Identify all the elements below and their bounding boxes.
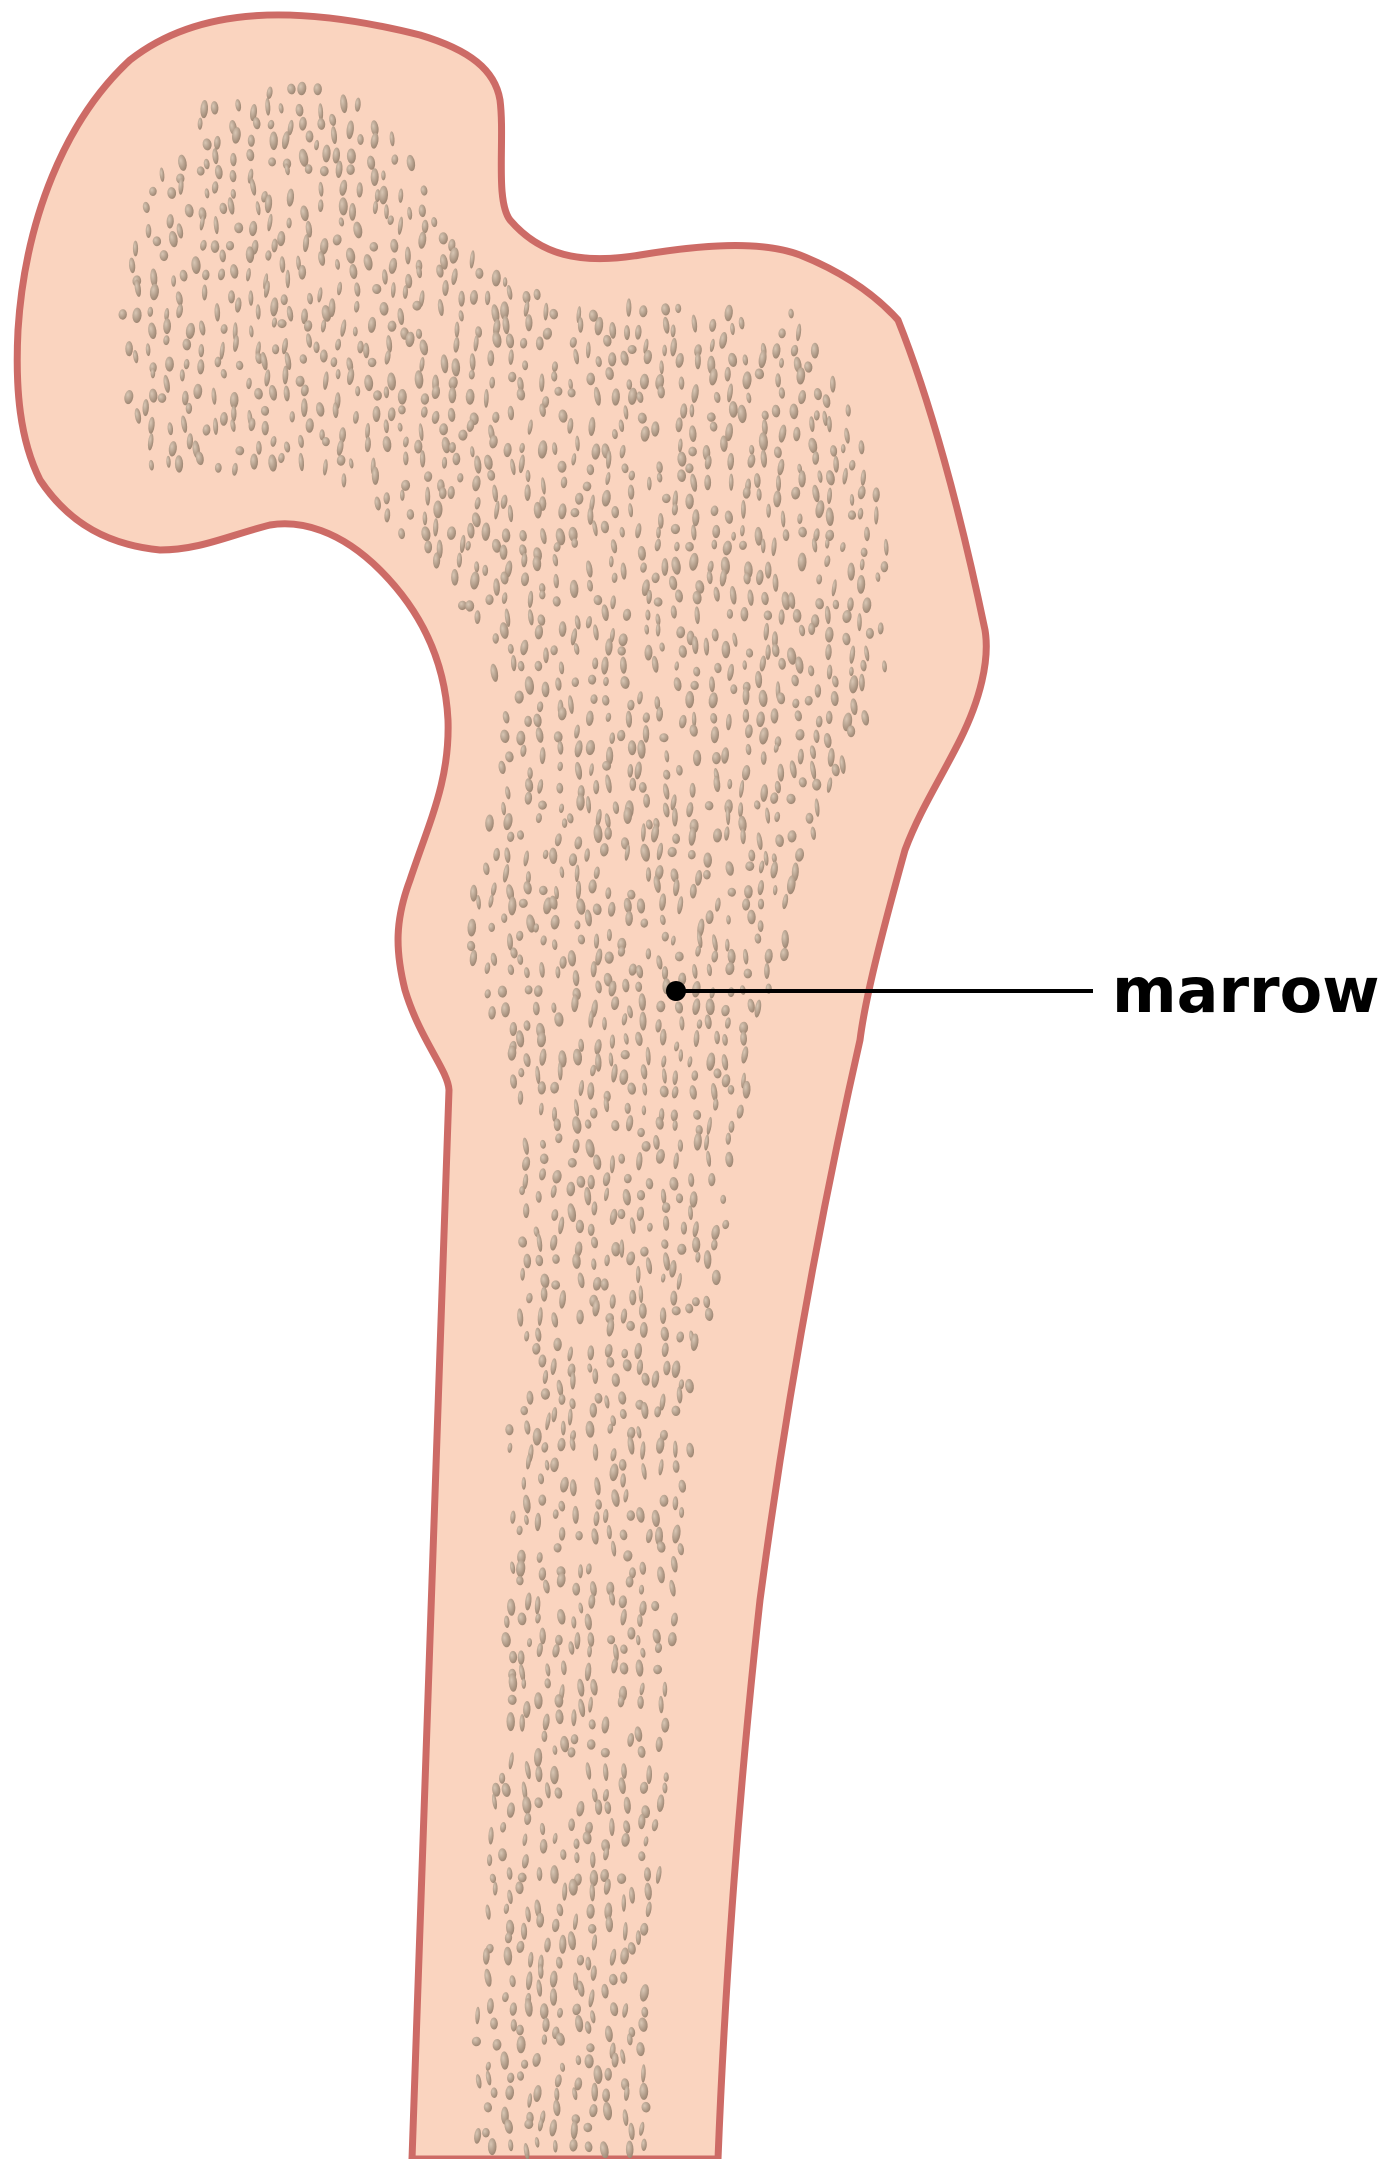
marrow-pore	[619, 1239, 624, 1257]
marrow-pore	[519, 1714, 524, 1732]
marrow-pore	[482, 565, 488, 576]
marrow-pore	[601, 1748, 610, 1758]
marrow-pore	[272, 344, 279, 354]
marrow-pore	[500, 545, 508, 560]
marrow-pore	[525, 314, 532, 331]
marrow-pore	[623, 807, 632, 824]
marrow-pore	[826, 711, 833, 724]
marrow-pointer-dot	[666, 981, 686, 1001]
marrow-pore	[165, 357, 174, 372]
marrow-pore	[690, 404, 695, 417]
marrow-pore	[740, 607, 748, 621]
marrow-pore	[607, 929, 612, 941]
marrow-pore	[622, 1894, 626, 1912]
marrow-pore	[228, 290, 235, 303]
marrow-pore	[866, 628, 874, 639]
marrow-pore	[482, 2128, 490, 2138]
marrow-pore	[725, 939, 729, 952]
marrow-pore	[575, 1531, 582, 1540]
marrow-pore	[692, 1297, 700, 1306]
marrow-pore	[629, 778, 636, 791]
marrow-pore	[685, 494, 693, 510]
marrow-pore	[672, 808, 678, 827]
marrow-pore	[262, 421, 269, 435]
marrow-pore	[841, 444, 846, 453]
marrow-pore	[541, 1388, 550, 1399]
marrow-pore	[488, 2138, 497, 2155]
marrow-pore	[211, 240, 220, 253]
marrow-pore	[692, 1237, 700, 1253]
marrow-pore	[586, 373, 595, 386]
marrow-pore	[296, 376, 305, 387]
marrow-pore	[741, 500, 746, 519]
marrow-pore	[414, 440, 422, 454]
marrow-pore	[424, 541, 432, 554]
marrow-pore	[576, 794, 584, 811]
marrow-pore	[766, 504, 771, 518]
marrow-pore	[636, 1266, 641, 1283]
marrow-pore	[521, 1678, 526, 1688]
marrow-pore	[720, 1195, 726, 1204]
marrow-pore	[604, 827, 611, 840]
marrow-pore	[372, 467, 379, 485]
marrow-label: marrow	[1112, 954, 1379, 1027]
marrow-pore	[593, 780, 599, 794]
marrow-pore	[125, 341, 133, 356]
marrow-pore	[368, 358, 377, 367]
bone-outline	[17, 15, 986, 2159]
marrow-pore	[587, 1739, 596, 1749]
marrow-pore	[643, 725, 649, 743]
marrow-pore	[171, 275, 176, 287]
marrow-pore	[499, 1773, 505, 1784]
marrow-pore	[704, 475, 711, 491]
marrow-pore	[349, 203, 356, 221]
marrow-pore	[576, 1310, 583, 1324]
marrow-pore	[744, 885, 753, 898]
marrow-pore	[758, 899, 764, 910]
marrow-pore	[703, 870, 711, 880]
marrow-pore	[712, 540, 718, 550]
marrow-pore	[690, 783, 696, 798]
marrow-pore	[677, 1244, 686, 1255]
marrow-pore	[342, 473, 347, 487]
marrow-pore	[571, 538, 578, 548]
marrow-pore	[761, 751, 767, 765]
marrow-pore	[601, 1278, 609, 1290]
marrow-pore	[604, 2068, 611, 2081]
marrow-pore	[847, 563, 854, 581]
